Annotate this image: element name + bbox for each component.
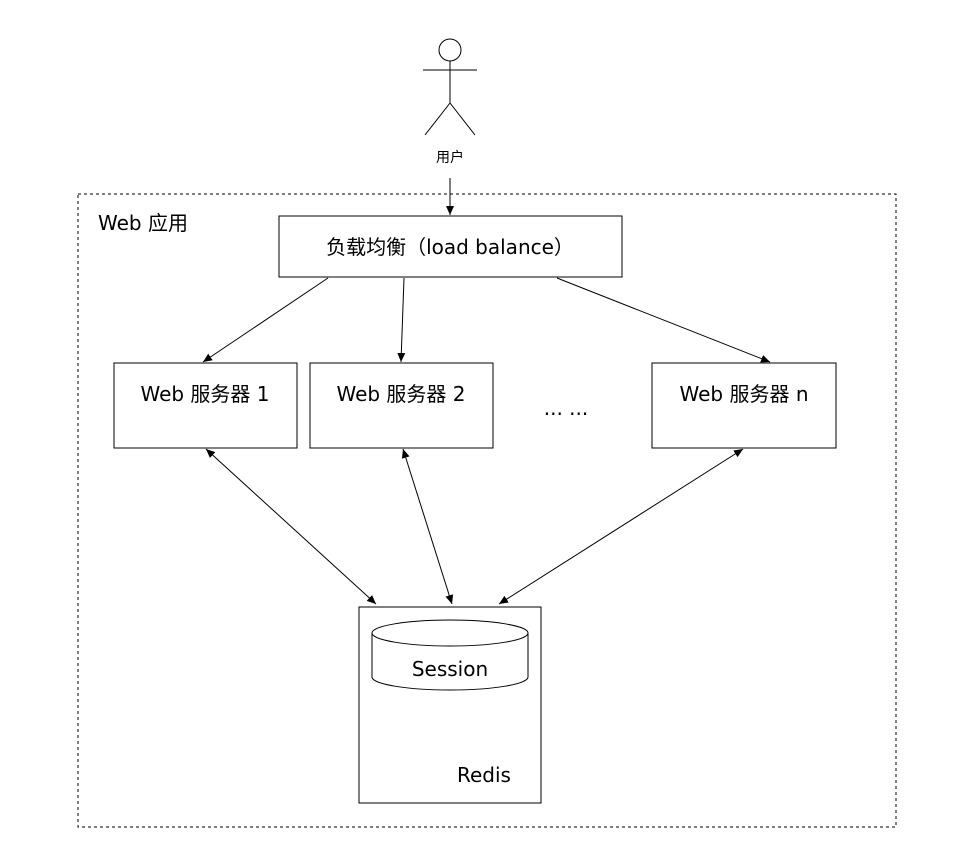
session-store-icon [371,619,529,691]
session-label: Session [412,657,488,681]
server-label-n: Web 服务器 n [680,382,809,406]
server-box-1 [113,362,298,449]
edge-lb-to-server-n [556,277,771,363]
load-balancer-label: 负载均衡（load balance） [326,235,574,259]
edge-server-1-to-redis [205,448,377,605]
user-label: 用户 [436,149,464,166]
load-balancer-box [278,215,623,278]
server-label-2: Web 服务器 2 [336,382,465,406]
edge-server-n-to-redis [498,448,744,605]
edge-server-2-to-redis [401,448,454,605]
server-box-n [651,362,837,449]
ellipsis-label: ... ... [544,396,589,420]
user-actor-icon [423,38,477,136]
edge-lb-to-server-2 [397,277,406,363]
redis-label: Redis [457,763,511,787]
web-app-container [77,193,897,828]
server-label-1: Web 服务器 1 [140,382,269,406]
web-app-label: Web 应用 [98,211,188,235]
server-box-2 [309,362,494,449]
edge-lb-to-server-1 [202,277,329,363]
